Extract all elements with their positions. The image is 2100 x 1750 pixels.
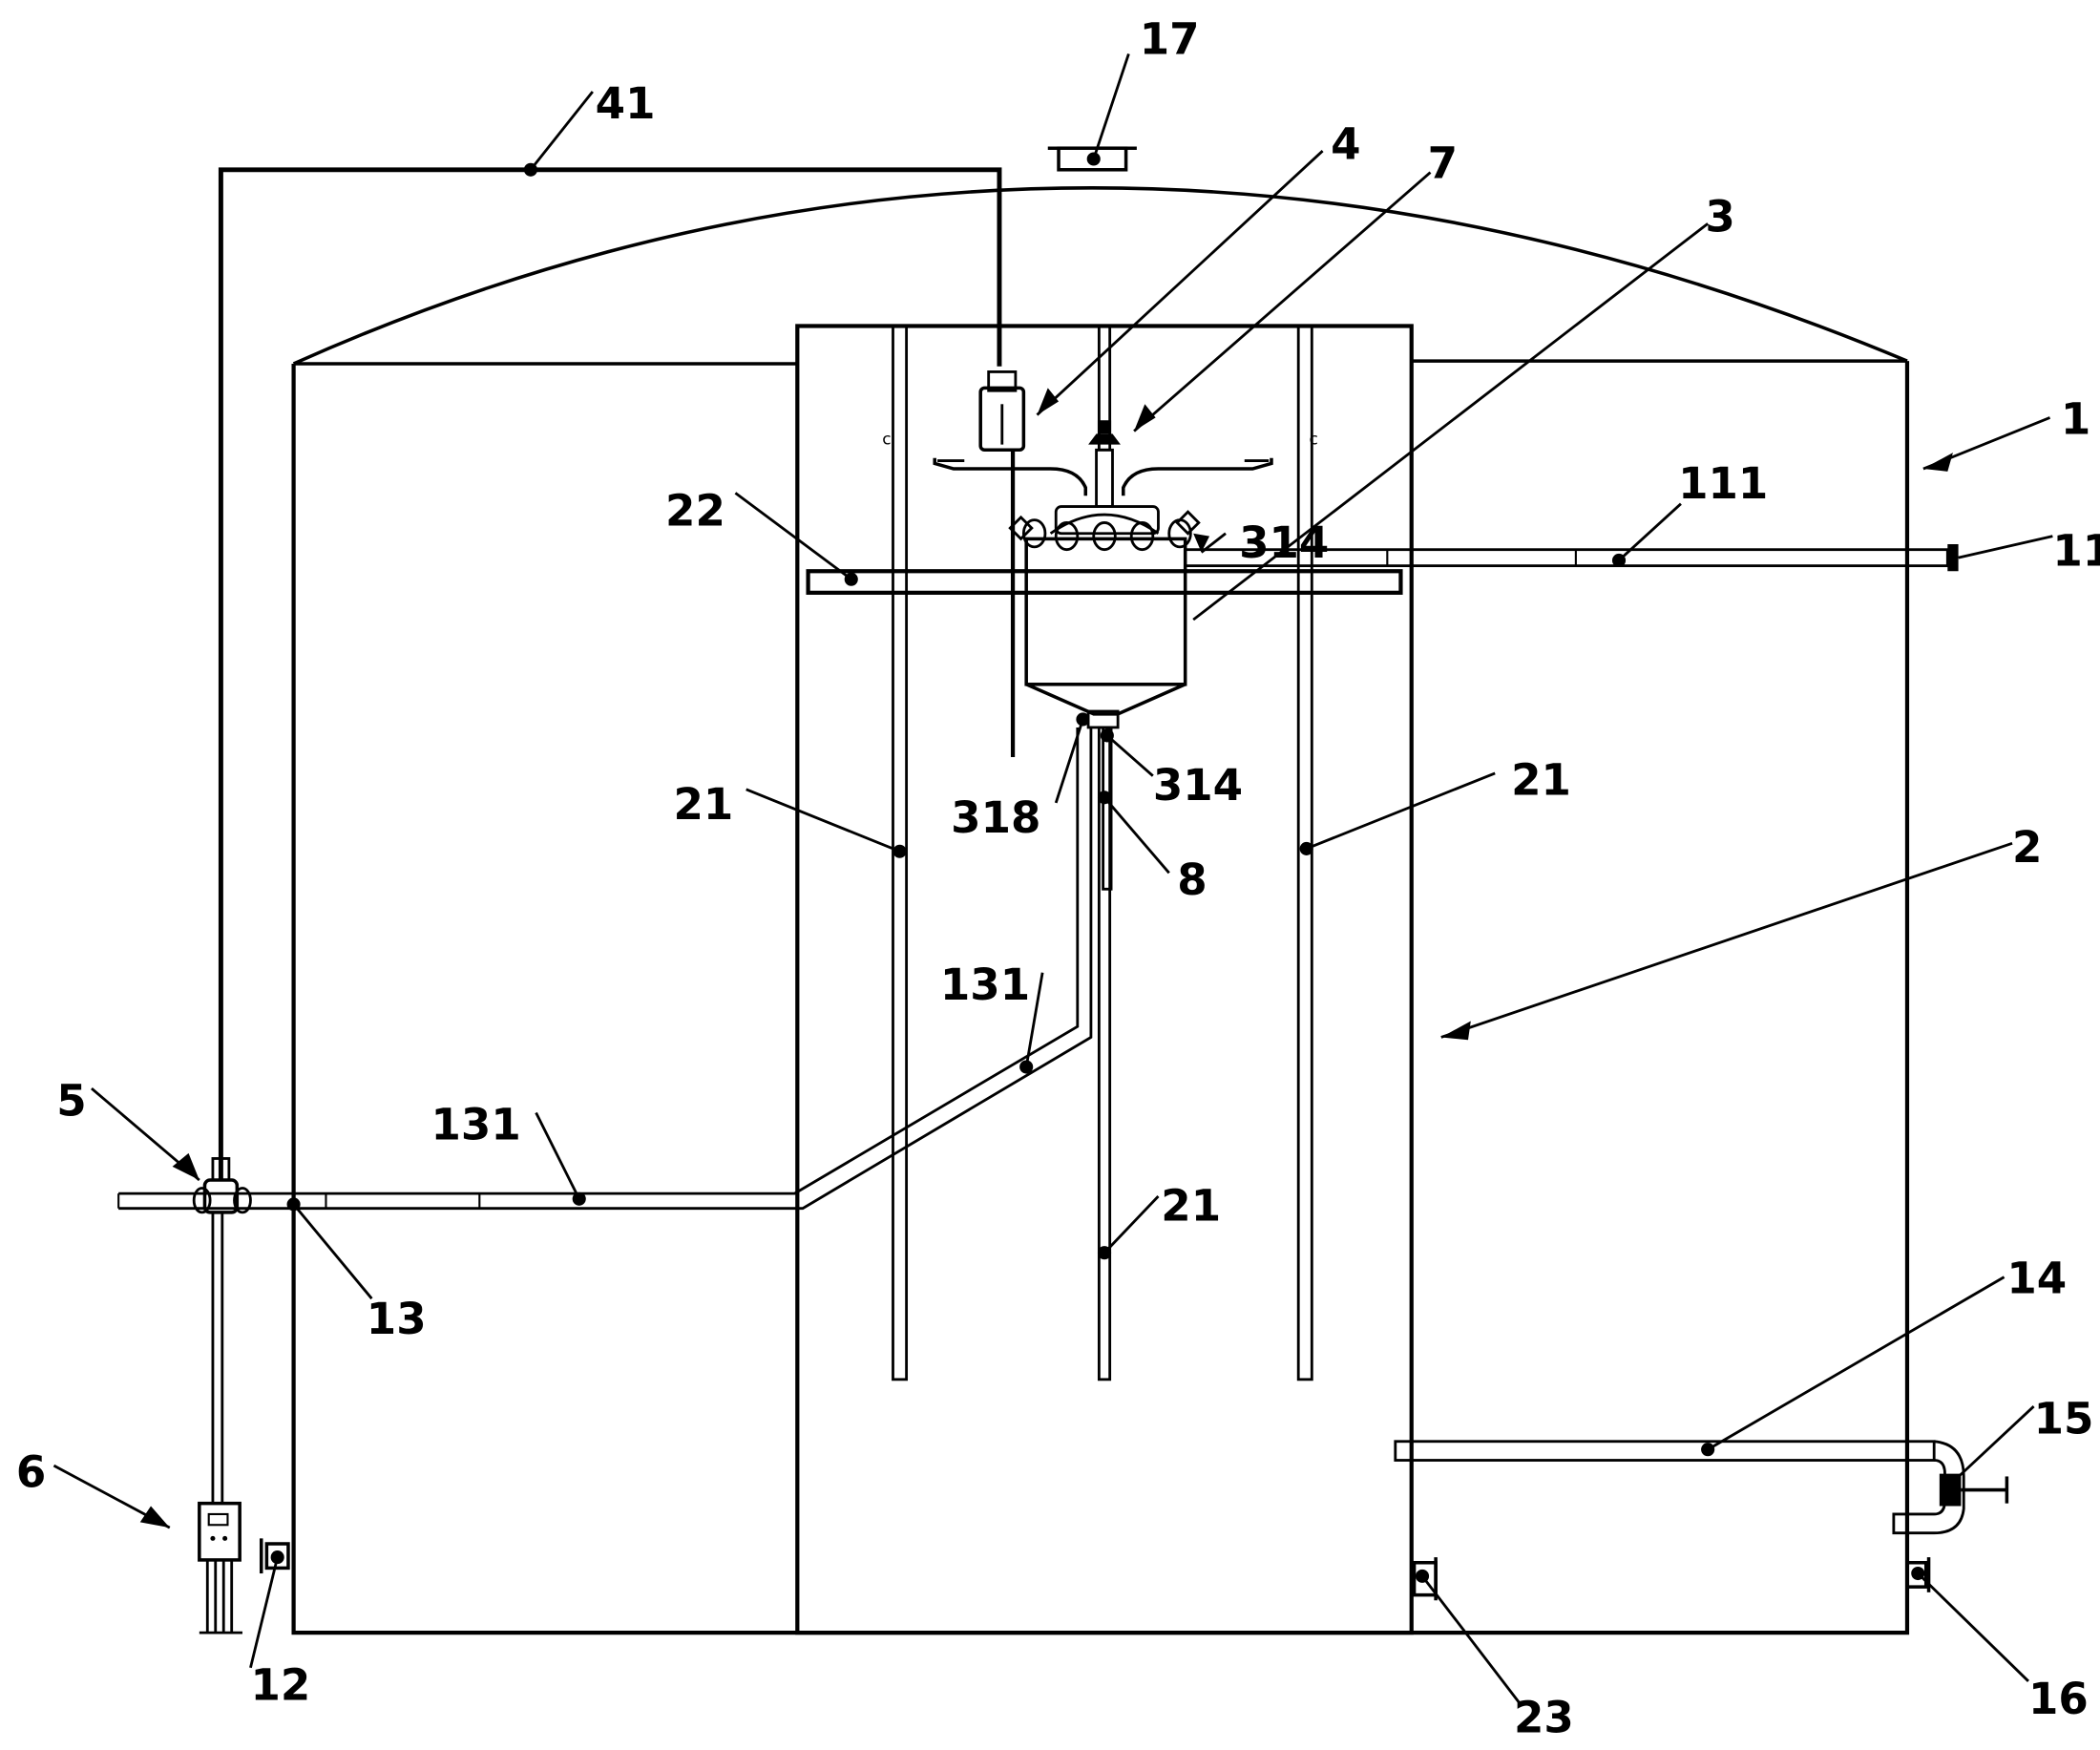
svg-text:c: c — [1309, 430, 1317, 449]
label-131-diagonal: 131 — [940, 959, 1030, 1010]
reference-labels: 17 41 4 7 3 1 111 11 22 314 21 318 314 8… — [16, 13, 2100, 1742]
pipe-131 — [117, 727, 1093, 1211]
arrowheads — [139, 388, 1953, 1529]
leader-dots — [270, 152, 1925, 1583]
label-111: 111 — [1678, 458, 1768, 509]
label-318: 318 — [951, 792, 1040, 843]
label-3: 3 — [1705, 192, 1734, 242]
flange-16 — [1905, 1557, 1931, 1592]
svg-text:c: c — [882, 430, 891, 449]
label-1: 1 — [2061, 393, 2090, 444]
control-box-6 — [198, 1212, 242, 1634]
pipe-41 — [218, 167, 1002, 1179]
label-4: 4 — [1331, 118, 1360, 169]
label-21-right: 21 — [1511, 754, 1571, 805]
tank-roof — [292, 186, 1908, 366]
label-22: 22 — [665, 485, 725, 536]
label-14: 14 — [2006, 1254, 2067, 1304]
label-11: 11 — [2052, 526, 2100, 577]
label-8: 8 — [1177, 854, 1207, 905]
label-21-center: 21 — [1161, 1180, 1221, 1231]
leader-lines — [52, 53, 2053, 1704]
label-16: 16 — [2028, 1674, 2089, 1724]
valve-5 — [192, 1157, 252, 1214]
feeder-7 — [933, 420, 1273, 508]
label-314-bottom: 314 — [1153, 760, 1243, 811]
label-23: 23 — [1514, 1693, 1574, 1743]
label-5: 5 — [56, 1075, 86, 1126]
label-7: 7 — [1428, 137, 1458, 188]
label-17: 17 — [1140, 13, 1200, 64]
flange-12 — [259, 1538, 290, 1574]
label-314-top: 314 — [1239, 517, 1329, 568]
label-131-horizontal: 131 — [431, 1100, 521, 1150]
vertical-pipes: c c — [882, 325, 1318, 1381]
cross-beam — [806, 569, 1403, 595]
label-12: 12 — [250, 1660, 310, 1711]
label-15: 15 — [2034, 1393, 2094, 1444]
label-13: 13 — [367, 1294, 427, 1344]
label-6: 6 — [16, 1447, 46, 1498]
label-21-left: 21 — [674, 779, 734, 830]
label-41: 41 — [596, 78, 656, 129]
sensor-4 — [978, 370, 1026, 757]
label-2: 2 — [2012, 822, 2042, 873]
distributor — [1008, 505, 1201, 729]
outlet-pipe-14 — [1394, 1440, 2009, 1535]
